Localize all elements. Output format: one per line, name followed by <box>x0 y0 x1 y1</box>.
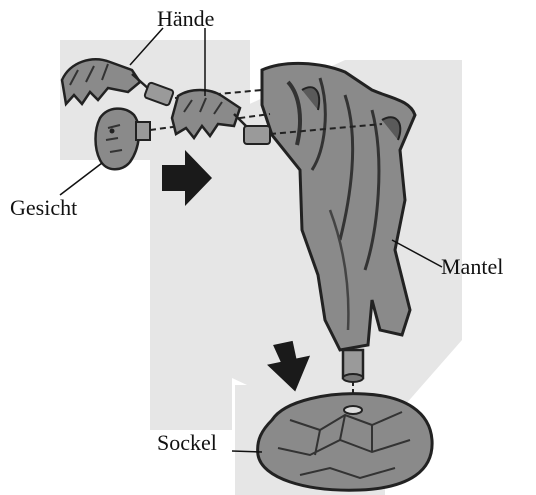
label-sockel: Sockel <box>157 430 217 456</box>
label-haende: Hände <box>157 6 214 32</box>
label-gesicht: Gesicht <box>10 195 77 221</box>
rock-base <box>258 394 432 490</box>
label-mantel: Mantel <box>441 254 503 280</box>
